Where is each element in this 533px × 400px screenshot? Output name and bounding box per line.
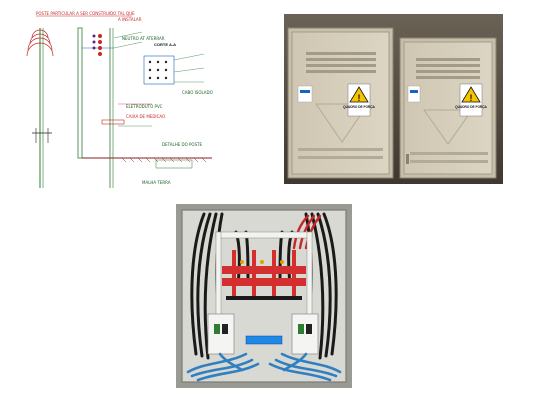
- cad-subtitle: A INSTALAR: [118, 17, 142, 22]
- cabinets-photo: ! QUADRO DE FORÇA ! QUADRO DE FORÇA: [284, 14, 503, 184]
- cad-title: POSTE PARTICULAR A SER CONSTRUIDO TAL QU…: [36, 11, 135, 16]
- section-label: CORTE A-A: [154, 42, 176, 47]
- svg-text:!: !: [358, 93, 361, 103]
- wiring-illustration: [176, 204, 352, 388]
- cad-note: ELETRODUTO PVC: [126, 104, 163, 109]
- breaker-left: [207, 313, 235, 355]
- section-detail: CORTE A-A CABO ISOLADO: [143, 42, 213, 95]
- warning-sign-right: ! QUADRO DE FORÇA: [455, 83, 488, 117]
- right-cabinet: ! QUADRO DE FORÇA: [399, 37, 497, 179]
- cad-note: CAIXA DE MEDICAO: [126, 114, 165, 119]
- blue-cables: [186, 352, 342, 382]
- busbar-assembly: [215, 231, 313, 323]
- sign-text: QUADRO DE FORÇA: [343, 105, 375, 109]
- ground-line: MALHA TERRA DETALHE DO POSTE: [82, 142, 212, 185]
- right-pole: NEUTRO AT ATERRAR ELETRODUTO PVC CAIXA D…: [77, 27, 165, 188]
- cad-drawing: POSTE PARTICULAR A SER CONSTRUIDO TAL QU…: [26, 11, 213, 188]
- breaker-right: [291, 313, 319, 355]
- cad-note: MALHA TERRA: [142, 180, 171, 185]
- cad-note: NEUTRO AT ATERRAR: [122, 36, 165, 41]
- cabinets-illustration: ! QUADRO DE FORÇA ! QUADRO DE FORÇA: [284, 14, 503, 184]
- left-pole: [26, 28, 54, 188]
- warning-sign-left: ! QUADRO DE FORÇA: [343, 83, 376, 117]
- wiring-photo: [176, 204, 352, 388]
- left-cabinet: ! QUADRO DE FORÇA: [287, 27, 394, 179]
- neutral-bar: [245, 335, 283, 345]
- svg-text:!: !: [470, 93, 473, 103]
- label-sticker: [407, 85, 421, 103]
- cad-note: DETALHE DO POSTE: [162, 142, 203, 147]
- cad-drawing-panel: POSTE PARTICULAR A SER CONSTRUIDO TAL QU…: [22, 8, 252, 190]
- door-lock: [406, 154, 409, 164]
- sign-text: QUADRO DE FORÇA: [455, 105, 487, 109]
- cad-note: CABO ISOLADO: [182, 90, 213, 95]
- label-sticker: [297, 85, 313, 103]
